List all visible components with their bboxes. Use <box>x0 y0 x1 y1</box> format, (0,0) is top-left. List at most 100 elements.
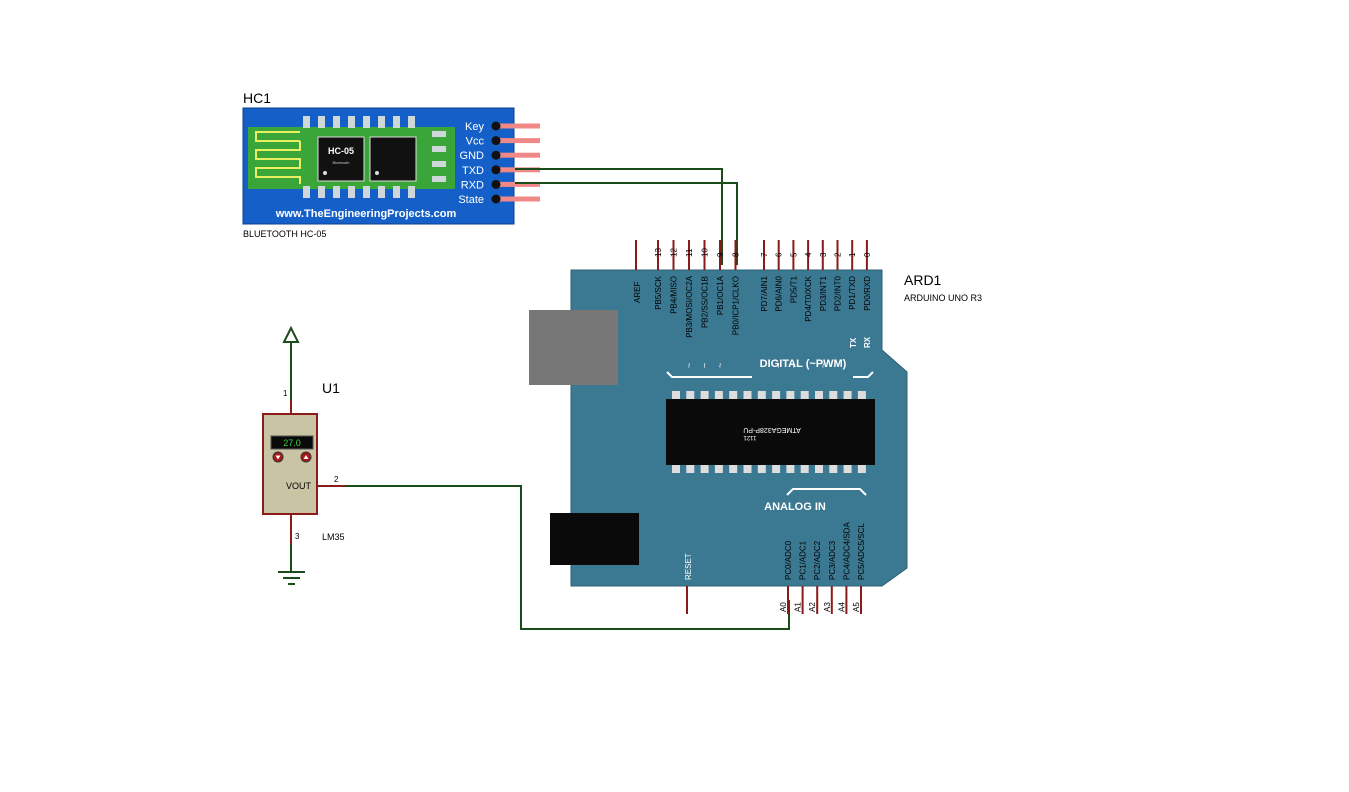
mcu-label: ATMEGA328P-PU <box>743 426 800 433</box>
digital-label: DIGITAL (~PWM) <box>760 358 847 370</box>
pin-number-a1: A1 <box>794 602 803 612</box>
hc05-pin-rxd[interactable] <box>497 181 540 187</box>
pin-number-a5: A5 <box>852 602 861 612</box>
pwm-tilde: ~ <box>818 363 828 368</box>
mcu-pin <box>857 464 866 473</box>
mcu-pin <box>743 464 752 473</box>
digital-bracket <box>666 371 874 378</box>
pin-number-a2: A2 <box>808 602 817 612</box>
lm35-ref: U1 <box>322 380 340 396</box>
hc05-website: www.TheEngineeringProjects.com <box>275 208 457 220</box>
pin-number-d5: 5 <box>789 252 798 257</box>
mcu-pin <box>700 464 709 473</box>
arduino-uno[interactable]: ARD1 ARDUINO UNO R3 DIGITAL (~PWM) ANALO… <box>529 240 982 614</box>
mcu-pin <box>815 391 823 400</box>
mcu-pin <box>700 391 709 400</box>
hc05-pin-dot <box>491 136 501 146</box>
pin-name-d4: PD4/T0/XCK <box>804 275 813 321</box>
hc05-pin-label: GND <box>460 150 485 162</box>
mcu-pin <box>815 464 823 473</box>
arduino-part: ARDUINO UNO R3 <box>904 293 982 303</box>
mcu-pin <box>743 391 752 400</box>
pin-name-d13: PB5/SCK <box>654 275 663 309</box>
pin-number-d2: 2 <box>834 252 843 257</box>
pin-number-d6: 6 <box>775 252 784 257</box>
mcu-pin <box>800 391 809 400</box>
tx-label: TX <box>849 337 858 348</box>
analog-bracket <box>786 488 867 496</box>
lm35-display-value: 27.0 <box>283 438 301 448</box>
hc05-pin-label: Vcc <box>466 136 485 148</box>
mcu-pin <box>729 391 738 400</box>
mcu-pin <box>829 464 838 473</box>
mcu-pin <box>686 391 695 400</box>
power-terminal-icon <box>282 325 300 343</box>
pin-name-d10: PB2/SS/OC1B <box>701 276 710 328</box>
hc05-pin-key[interactable] <box>497 123 540 129</box>
hc05-chip-sub: Bluetooth <box>333 160 350 165</box>
pin-name-d0: PD0/RXD <box>863 276 872 311</box>
wire-vout-a0[interactable] <box>316 485 790 630</box>
mcu-pin <box>714 464 723 473</box>
hc05-pin-gnd[interactable] <box>497 152 540 158</box>
mcu-pin <box>786 464 795 473</box>
mcu-pin <box>800 464 809 473</box>
mcu-pin <box>772 391 781 400</box>
lm35-part: LM35 <box>322 532 345 542</box>
pin-number-d3: 3 <box>819 252 828 257</box>
hc05-pin-label: TXD <box>462 165 484 177</box>
usb-connector <box>529 310 618 385</box>
hc05-module[interactable]: HC1 HC-05 Bluetooth www.TheEngineeringPr… <box>242 90 563 239</box>
pin-name-d8: PB0/ICP1/CLKO <box>732 276 741 335</box>
analog-label: ANALOG IN <box>764 501 826 513</box>
lm35-sensor[interactable]: U1 1 27.0 VOUT 2 3 LM35 <box>262 325 345 585</box>
pin-number-a3: A3 <box>823 602 832 612</box>
hc05-pin-label: RXD <box>461 179 484 191</box>
lm35-vout-label: VOUT <box>286 481 312 491</box>
pin-number-d10: 10 <box>701 248 710 257</box>
pin-number-d7: 7 <box>760 252 769 257</box>
antenna-trace <box>255 131 301 184</box>
pin-name-a0: PC0/ADC0 <box>784 540 793 580</box>
mcu-pin <box>672 391 680 400</box>
pwm-tilde: ~ <box>788 363 798 368</box>
pin-number-d13: 13 <box>654 248 663 257</box>
mcu-pin <box>714 391 723 400</box>
pin-number-d8: 8 <box>732 252 741 257</box>
pin-name-a2: PC2/ADC2 <box>813 540 822 580</box>
mcu-pin <box>843 464 852 473</box>
pin-number-d11: 11 <box>685 248 694 257</box>
pin-name-d12: PB4/MISO <box>670 276 679 314</box>
pin-number-a0: A0 <box>779 602 788 612</box>
pin-name-d9: PB1/OC1A <box>716 275 725 315</box>
hc05-part: BLUETOOTH HC-05 <box>243 229 326 239</box>
pin-number-d0: 0 <box>863 252 872 257</box>
pin-name-d6: PD6/AIN0 <box>775 275 784 311</box>
wire-rxd-d8[interactable] <box>515 182 738 265</box>
pin-name-a4: PC4/ADC4/SDA <box>842 522 851 580</box>
hc05-pads-top <box>303 116 446 198</box>
pin-name-d5: PD5/T1 <box>789 275 798 303</box>
digital-pins: 13PB5/SCK12PB4/MISO11PB3/MOSI/OC2A~10PB2… <box>654 240 872 368</box>
wire-txd-d9[interactable] <box>515 168 723 265</box>
hc05-ref: HC1 <box>243 90 271 106</box>
hc05-pin-state[interactable] <box>497 196 540 202</box>
pin-number-d1: 1 <box>848 252 857 257</box>
lm35-pin3: 3 <box>295 532 300 541</box>
mcu-sub: 1121 <box>743 434 757 440</box>
lm35-pin1: 1 <box>283 389 288 398</box>
pin-name-d7: PD7/AIN1 <box>760 275 769 311</box>
power-jack <box>550 513 639 565</box>
reset-label: RESET <box>684 553 693 580</box>
arrow-up-icon <box>303 455 309 459</box>
lm35-body <box>262 413 318 515</box>
pwm-tilde: ~ <box>774 363 784 368</box>
hc05-pin-vcc[interactable] <box>497 138 540 144</box>
pin-name-d1: PD1/TXD <box>848 276 857 310</box>
mcu-pin <box>857 391 866 400</box>
aref-label: AREF <box>633 282 642 303</box>
mcu-pin <box>757 391 766 400</box>
mcu-pin <box>829 391 838 400</box>
pin-number-d12: 12 <box>670 248 679 257</box>
